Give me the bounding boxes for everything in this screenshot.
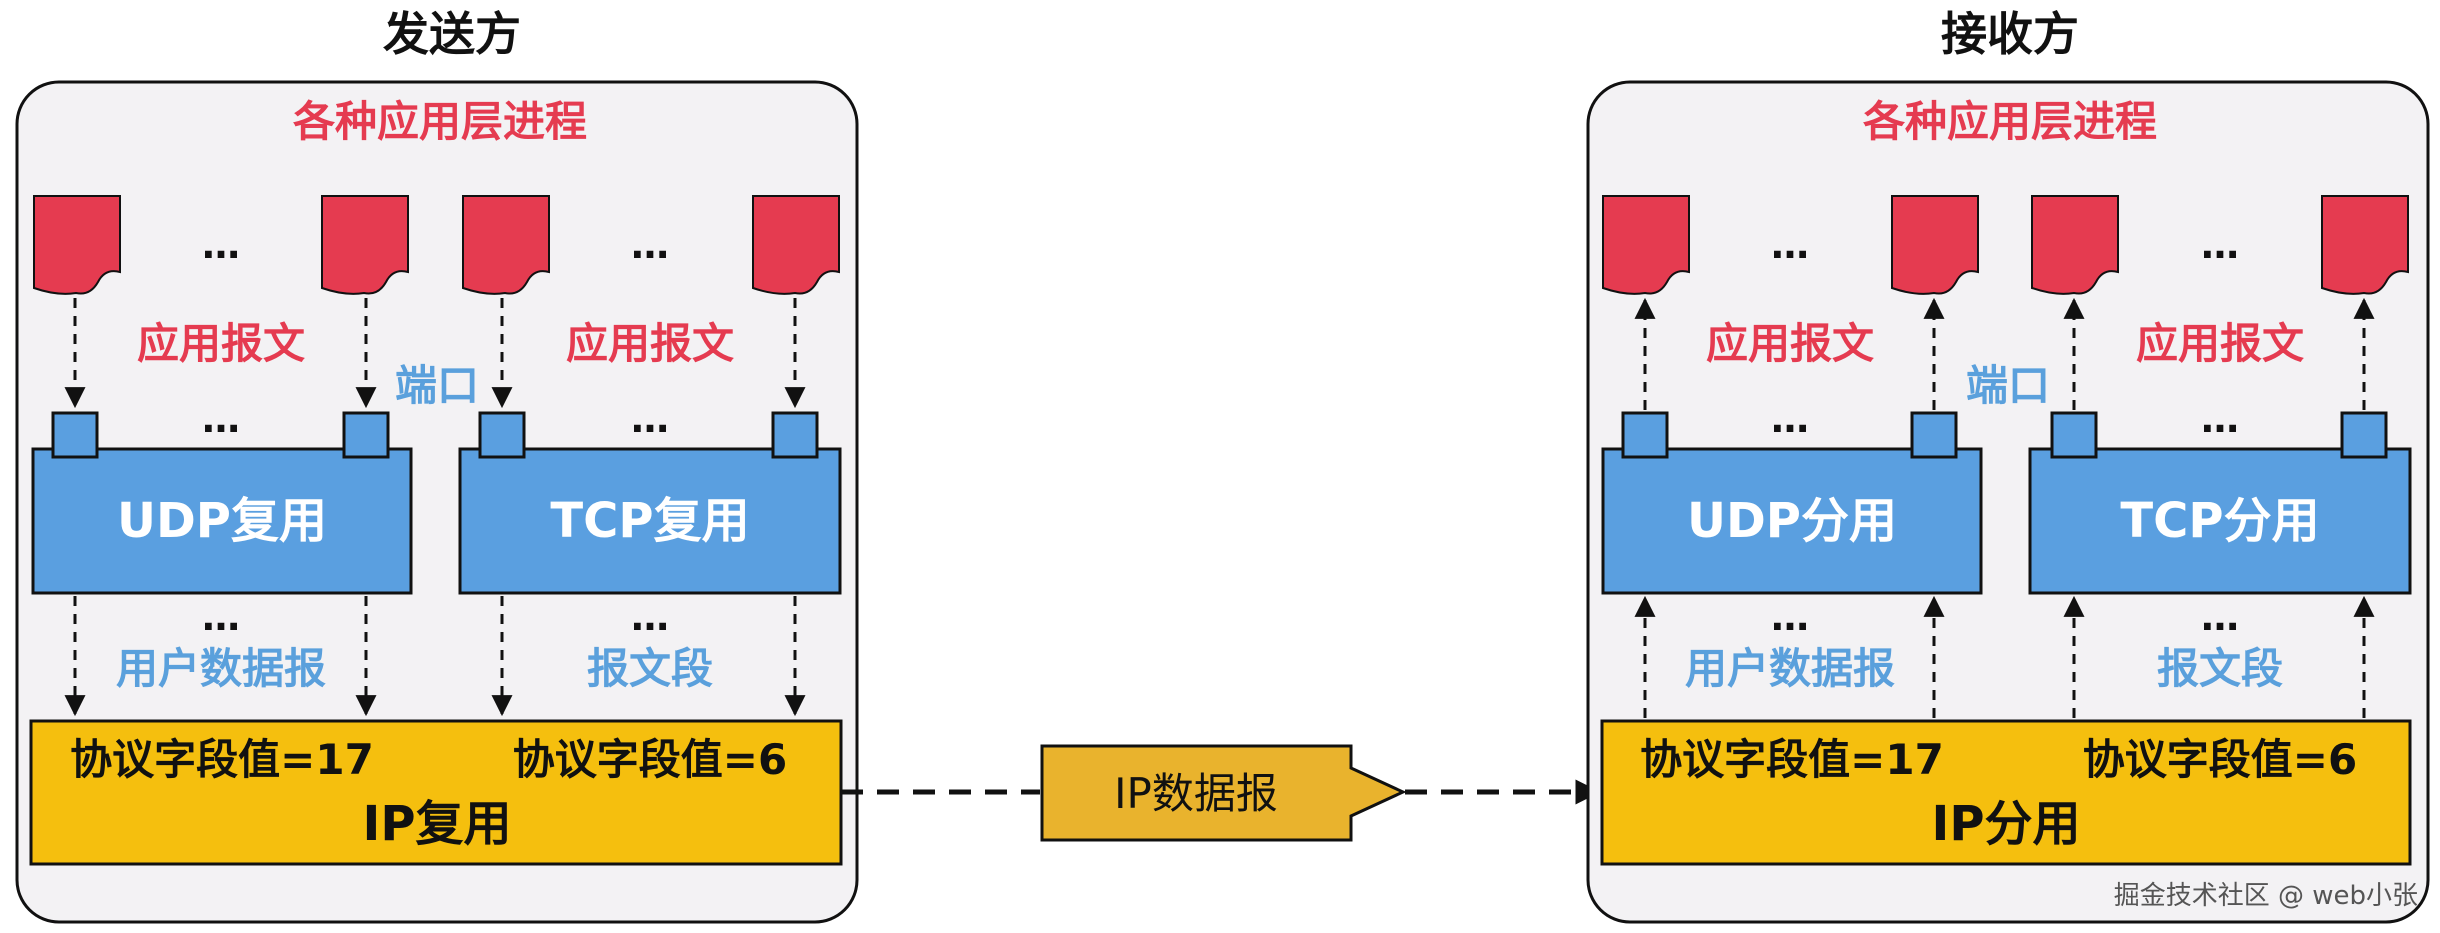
receiver-ip-box: [1600, 719, 2412, 866]
receiver-process-icon: [2031, 195, 2119, 295]
receiver-process-icon: [1891, 195, 1979, 295]
sender-ellipsis: …: [631, 397, 669, 441]
receiver-udp-unit-label: 用户数据报: [1685, 644, 1895, 693]
receiver-port: [2050, 411, 2098, 459]
receiver-ellipsis: …: [1771, 223, 1809, 267]
receiver-process-icon: [1602, 195, 1690, 295]
sender-ip-box-label: IP复用: [362, 796, 511, 852]
receiver-ellipsis: …: [2201, 397, 2239, 441]
receiver-ellipsis: …: [2201, 223, 2239, 267]
receiver-ellipsis: …: [1771, 397, 1809, 441]
sender-app-processes-label: 各种应用层进程: [293, 97, 587, 146]
ip-datagram-label: IP数据报: [1114, 769, 1278, 818]
receiver-port-label: 端口: [1966, 361, 2050, 410]
sender-ellipsis: …: [202, 223, 240, 267]
receiver-title: 接收方: [1941, 7, 2079, 61]
sender-host-box: [15, 80, 859, 924]
receiver-app-processes-label: 各种应用层进程: [1863, 97, 2157, 146]
sender-ellipsis: …: [202, 397, 240, 441]
receiver-tcp-box: [2028, 447, 2412, 595]
receiver-tcp-box-label: TCP分用: [2120, 493, 2319, 549]
watermark-text: 掘金技术社区 @ web小张: [2114, 881, 2418, 911]
channel: IP数据报: [841, 744, 1601, 842]
ip-datagram-box: [1040, 744, 1407, 842]
sender-process-icon: [752, 195, 840, 295]
sender-process-icon: [33, 195, 121, 295]
sender-port-label: 端口: [395, 361, 479, 410]
sender-protocol-tcp-label: 协议字段值=6: [513, 735, 787, 784]
sender-ellipsis: …: [631, 595, 669, 639]
sender-app-message-tcp: 应用报文: [566, 319, 734, 368]
receiver-ellipsis: …: [2201, 595, 2239, 639]
sender-process-icon: [321, 195, 409, 295]
sender-ellipsis: …: [202, 595, 240, 639]
sender-process-icon: [462, 195, 550, 295]
sender-ellipsis: …: [631, 223, 669, 267]
receiver-ip-box-label: IP分用: [1931, 796, 2080, 852]
sender-port: [478, 411, 526, 459]
sender-udp-box-label: UDP复用: [117, 493, 327, 549]
receiver-port: [2340, 411, 2388, 459]
receiver-ellipsis: …: [1771, 595, 1809, 639]
sender-protocol-udp-label: 协议字段值=17: [70, 735, 374, 784]
receiver-panel: 接收方 各种应用层进程 … … 应用报文 应用报文 端口 … … UDP分用 T…: [1586, 7, 2430, 924]
receiver-tcp-unit-label: 报文段: [2157, 644, 2283, 693]
sender-app-message-udp: 应用报文: [137, 319, 305, 368]
sender-port: [342, 411, 390, 459]
sender-panel: 发送方 各种应用层进程 … … 应用报文 应用报文 端口 … … UDP复用 T…: [15, 7, 859, 924]
sender-port: [771, 411, 819, 459]
receiver-port: [1621, 411, 1669, 459]
receiver-app-message-tcp: 应用报文: [2136, 319, 2304, 368]
receiver-process-icon: [2321, 195, 2409, 295]
sender-udp-box: [31, 447, 413, 595]
sender-tcp-box: [458, 447, 842, 595]
receiver-protocol-udp-label: 协议字段值=17: [1640, 735, 1944, 784]
sender-title: 发送方: [383, 7, 521, 61]
receiver-port: [1910, 411, 1958, 459]
receiver-host-box: [1586, 80, 2430, 924]
receiver-app-message-udp: 应用报文: [1706, 319, 1874, 368]
sender-tcp-unit-label: 报文段: [587, 644, 713, 693]
receiver-protocol-tcp-label: 协议字段值=6: [2083, 735, 2357, 784]
sender-tcp-box-label: TCP复用: [550, 493, 749, 549]
sender-ip-box: [29, 719, 843, 866]
receiver-udp-box: [1601, 447, 1983, 595]
sender-udp-unit-label: 用户数据报: [116, 644, 326, 693]
receiver-udp-box-label: UDP分用: [1687, 493, 1897, 549]
sender-port: [51, 411, 99, 459]
